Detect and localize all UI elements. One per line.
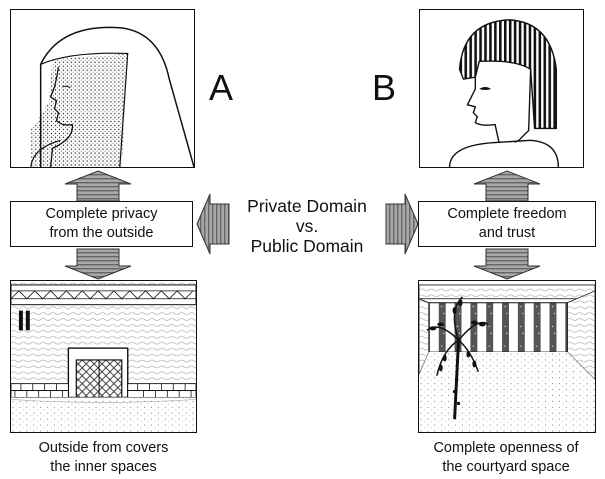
striped-headdress-woman-profile-icon: [419, 9, 584, 168]
arrow-right-icon: [385, 193, 419, 255]
letter-a: A: [209, 67, 234, 108]
arrow-left-icon: [196, 193, 230, 255]
caption-b: Complete openness of the courtyard space: [407, 439, 605, 477]
arrow-down-a-icon: [64, 248, 132, 280]
center-title: Private Domain vs. Public Domain: [228, 196, 386, 256]
box-complete-freedom: Complete freedom and trust: [418, 201, 596, 247]
arrow-down-b-icon: [473, 248, 541, 280]
caption-a-line1: Outside from covers: [38, 440, 169, 456]
caption-a: Outside from covers the inner spaces: [0, 439, 207, 477]
box-a-line1: Complete privacy: [45, 206, 158, 222]
closed-walled-house-icon: [10, 280, 197, 433]
open-courtyard-with-palm-icon: [418, 280, 596, 433]
caption-a-line2: the inner spaces: [50, 459, 157, 475]
center-line1: Private Domain: [247, 196, 367, 216]
veiled-woman-profile-icon: [10, 9, 195, 168]
caption-b-line2: the courtyard space: [442, 459, 570, 475]
box-b-line1: Complete freedom: [447, 206, 567, 222]
center-line2: vs.: [295, 216, 319, 236]
caption-b-line1: Complete openness of: [433, 440, 579, 456]
box-b-line2: and trust: [478, 225, 536, 241]
center-line3: Public Domain: [250, 236, 364, 256]
arrow-up-b-icon: [473, 170, 541, 202]
arrow-up-a-icon: [64, 170, 132, 202]
box-a-line2: from the outside: [49, 225, 154, 241]
letter-b: B: [372, 67, 397, 108]
box-complete-privacy: Complete privacy from the outside: [10, 201, 193, 247]
